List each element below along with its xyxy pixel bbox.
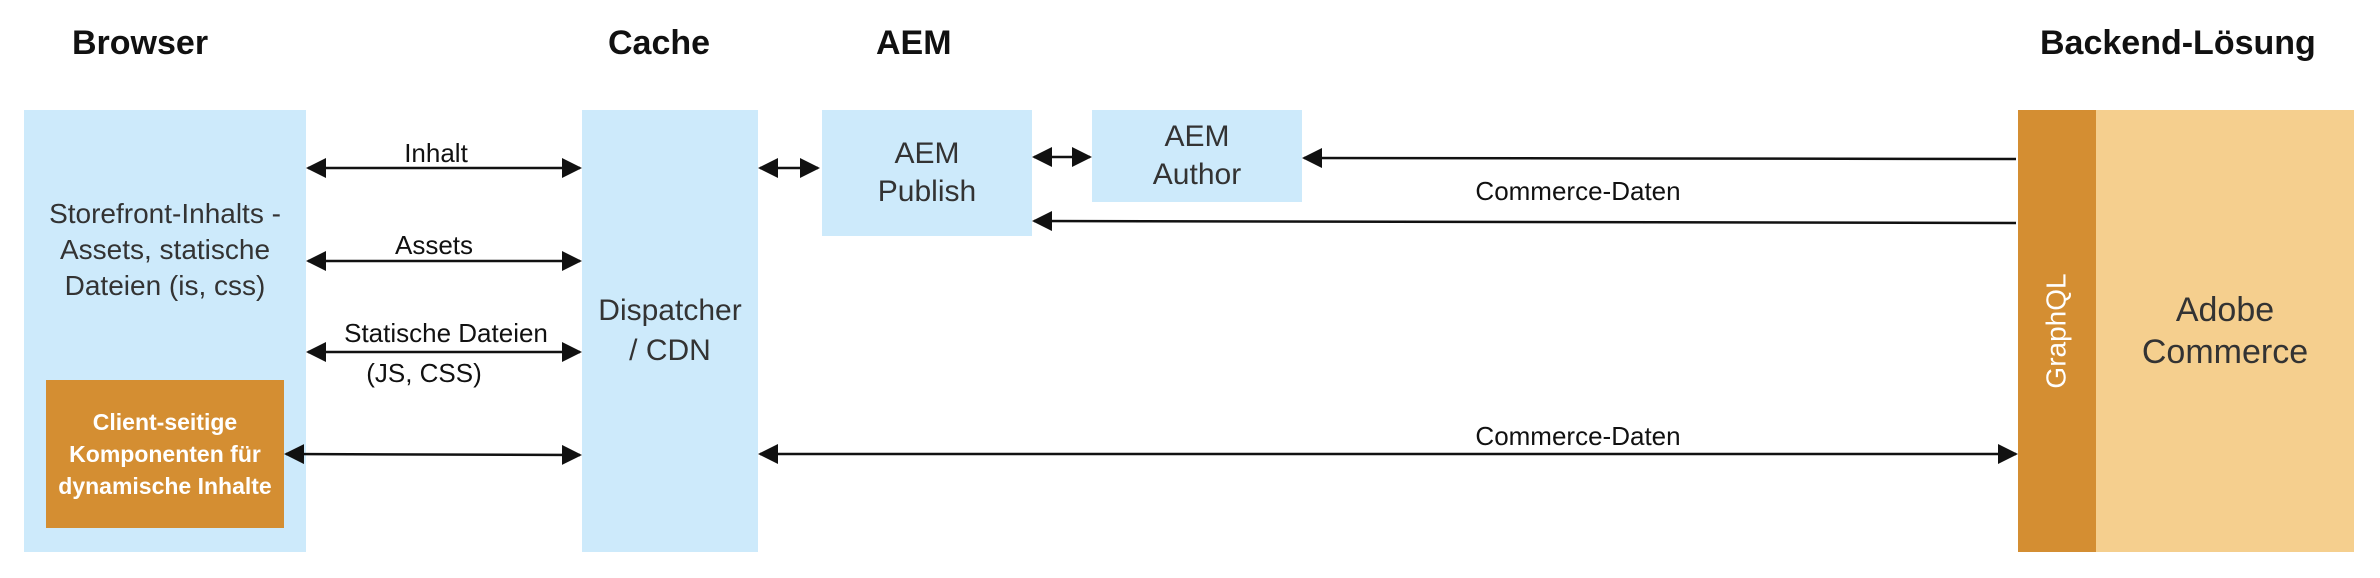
label-inhalt: Inhalt <box>404 138 468 168</box>
arrow-client-components <box>284 444 582 465</box>
arrow-backend-publish <box>1032 211 2017 232</box>
arrow-backend-author <box>1302 148 2017 169</box>
storefront-label: Storefront-Inhalts -Assets, statische Da… <box>49 198 281 301</box>
aem-publish-box: AEM Publish <box>822 110 1032 236</box>
label-commerce-daten-bottom: Commerce-Daten <box>1475 421 1681 451</box>
header-browser: Browser <box>72 24 209 62</box>
label-commerce-daten-top: Commerce-Daten <box>1475 176 1681 206</box>
dispatcher-box: Dispatcher / CDN <box>582 110 758 552</box>
adobe-commerce-box: Adobe Commerce <box>2096 110 2354 552</box>
label-statische-dateien-sub: (JS, CSS) <box>366 358 482 388</box>
label-assets: Assets <box>394 230 474 260</box>
label-statische-dateien: Statische Dateien <box>344 318 548 348</box>
graphql-box: GraphQL <box>2018 110 2096 552</box>
header-cache: Cache <box>608 24 711 62</box>
aem-author-box: AEM Author <box>1092 110 1302 202</box>
header-backend: Backend-Lösung <box>2040 24 2316 62</box>
client-components-box: Client-seitige Komponenten für dynamisch… <box>46 380 284 528</box>
header-aem: AEM <box>876 24 952 62</box>
